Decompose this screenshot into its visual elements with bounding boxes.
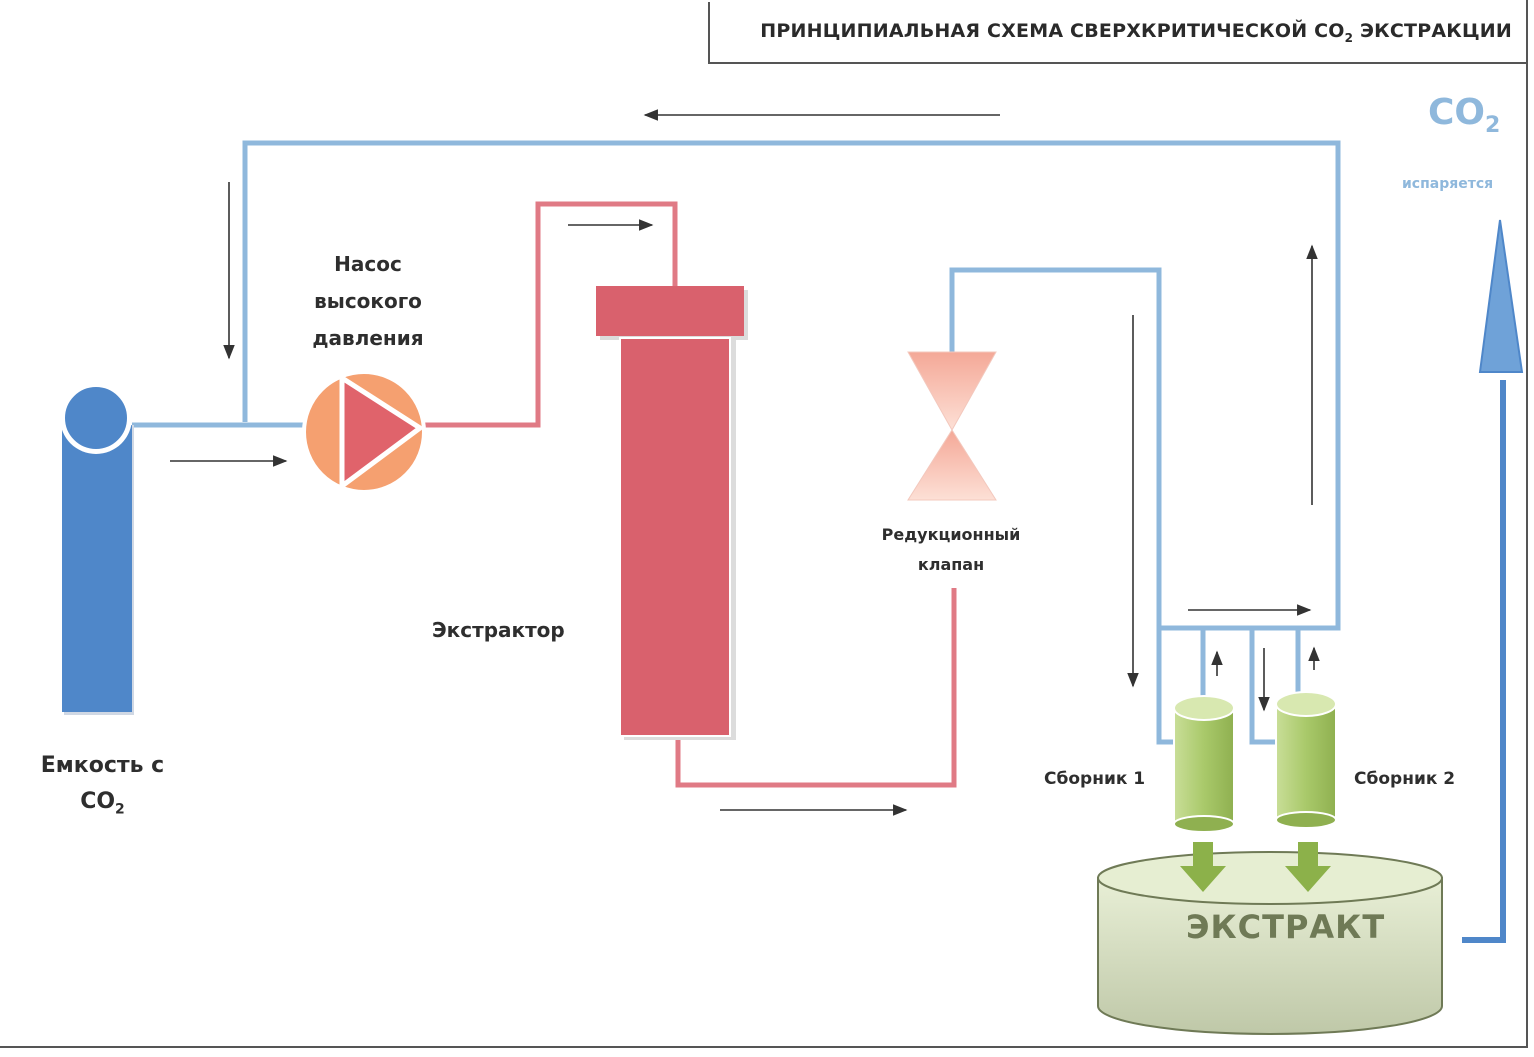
tank-label: Емкость с СО2 (40, 753, 165, 818)
high-pressure-pump (302, 370, 426, 494)
extract-label: ЭКСТРАКТ (1186, 908, 1386, 946)
extract-drip-arrows (1180, 842, 1331, 892)
supercritical-line (422, 201, 957, 788)
co2-evaporated-label: CO2 (1428, 92, 1501, 139)
drip-arrow-2 (1285, 842, 1331, 892)
evaporates-label: испаряется (1402, 176, 1494, 192)
collector-2-label: Сборник 2 (1354, 769, 1456, 789)
diagram-title: ПРИНЦИПИАЛЬНАЯ СХЕМА СВЕРХКРИТИЧЕСКОЙ СО… (760, 19, 1512, 45)
collector-1-label: Сборник 1 (1044, 769, 1146, 789)
drip-arrow-1 (1180, 842, 1226, 892)
flow-arrows (170, 109, 1320, 816)
collector-2 (1275, 691, 1337, 829)
extractor-vessel (596, 286, 748, 740)
pump-label: Насос высокого давления (312, 252, 424, 350)
extract-vessel (1097, 851, 1443, 1035)
collector-1 (1173, 695, 1235, 833)
co2-tank (60, 382, 134, 715)
extractor-label: Экстрактор (432, 618, 565, 642)
co2-return-line (132, 140, 1341, 631)
reducing-valve (907, 351, 997, 501)
valve-label: Редукционный клапан (881, 525, 1021, 574)
evaporation-line (1462, 219, 1524, 943)
title-box: ПРИНЦИПИАЛЬНАЯ СХЕМА СВЕРХКРИТИЧЕСКОЙ СО… (708, 2, 1526, 64)
